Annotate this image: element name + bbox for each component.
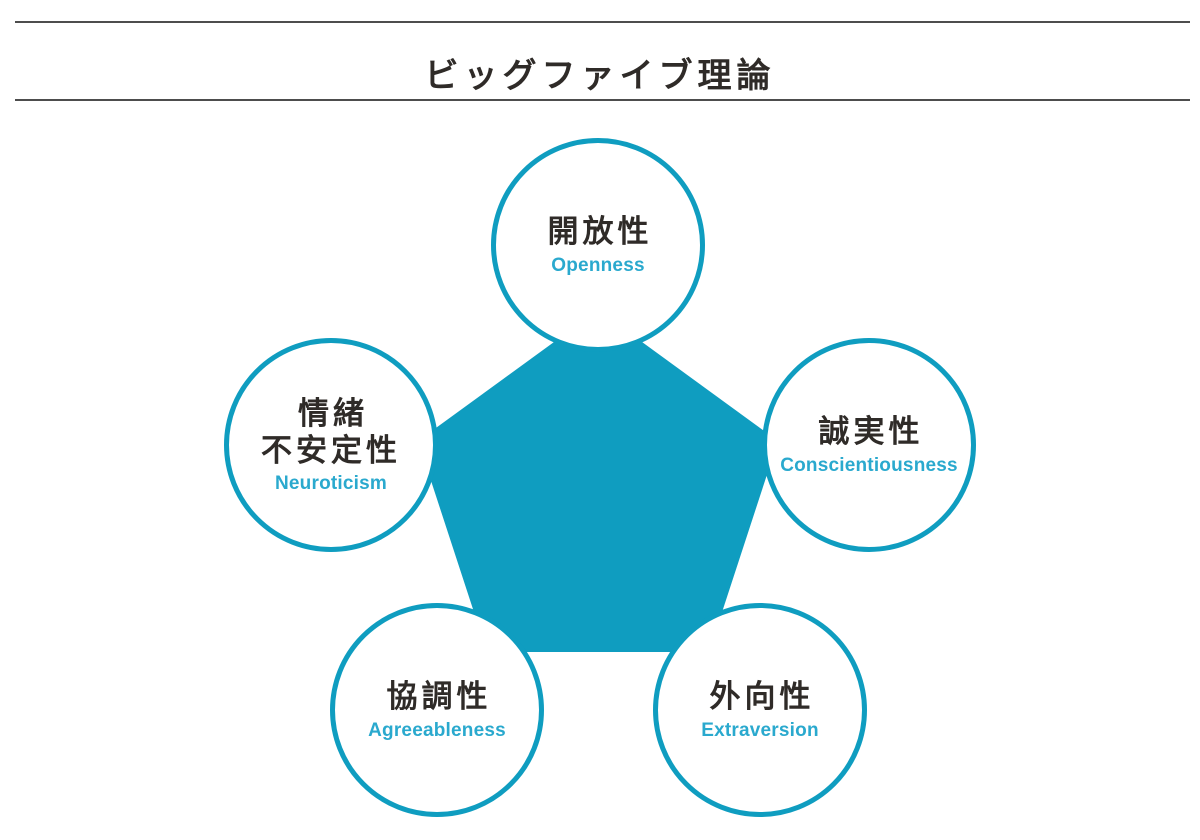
page-title: ビッグファイブ理論: [424, 57, 776, 95]
trait-jp-label-line2: 不安定性: [261, 433, 401, 468]
trait-en-label: Conscientiousness: [780, 454, 958, 476]
trait-en-label: Neuroticism: [274, 473, 387, 495]
trait-circle-extraversion: 外向性 Extraversion: [653, 603, 867, 817]
trait-circle-neuroticism: 情緒 不安定性 Neuroticism: [224, 338, 438, 552]
trait-jp-label: 外向性: [709, 679, 815, 715]
divider-top: [15, 21, 1190, 23]
trait-en-label: Extraversion: [701, 719, 819, 741]
pentagon-shape: [418, 310, 778, 652]
trait-jp-label-line1: 情緒: [298, 395, 368, 431]
divider-bottom: [15, 99, 1190, 101]
trait-jp-label: 誠実性: [818, 414, 924, 450]
trait-circle-conscientiousness: 誠実性 Conscientiousness: [762, 338, 976, 552]
trait-jp-label: 情緒 不安定性: [261, 395, 401, 469]
trait-circle-agreeableness: 協調性 Agreeableness: [330, 603, 544, 817]
trait-jp-label: 開放性: [547, 214, 653, 250]
trait-jp-label: 協調性: [386, 679, 492, 715]
trait-en-label: Agreeableness: [368, 719, 506, 741]
trait-circle-openness: 開放性 Openness: [491, 138, 705, 352]
trait-en-label: Openness: [551, 254, 645, 276]
